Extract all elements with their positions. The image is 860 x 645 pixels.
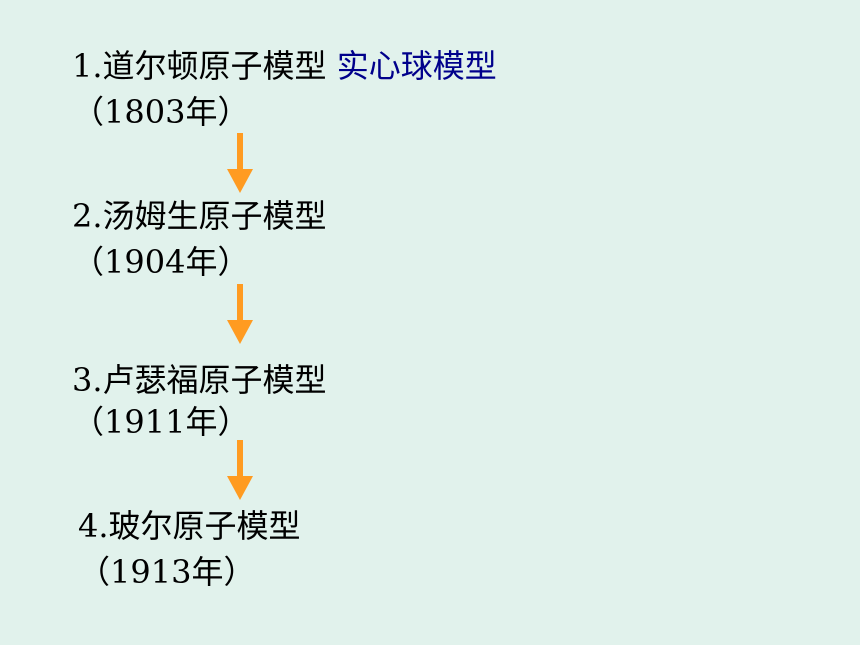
model-4-title: 4.玻尔原子模型 (78, 507, 301, 545)
model-1-note: 实心球模型 (336, 47, 497, 85)
model-2-year: （1904年） (72, 243, 250, 281)
arrow-down-icon (227, 284, 253, 344)
model-1-year: （1803年） (72, 93, 250, 131)
model-1-title-line: 1.道尔顿原子模型 实心球模型 (72, 46, 497, 86)
model-2-title: 2.汤姆生原子模型 (72, 197, 327, 235)
arrow-down-icon (227, 133, 253, 193)
arrow-down-icon (227, 440, 253, 500)
model-4-year: （1913年） (78, 553, 256, 591)
model-3-title: 3.卢瑟福原子模型 (72, 361, 327, 399)
model-1-title: 1.道尔顿原子模型 (72, 47, 327, 85)
model-3-year: （1911年） (72, 403, 250, 441)
